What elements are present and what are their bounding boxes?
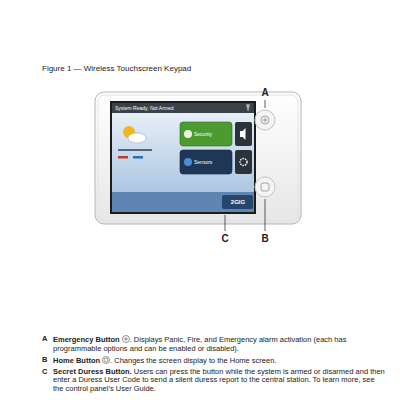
item-description: . Changes the screen display to the Home…	[110, 356, 276, 365]
text-segment: Emergency Button	[53, 335, 120, 344]
item-heading: Home Button	[53, 356, 100, 365]
emergency-button	[255, 110, 275, 130]
description-list: AEmergency Button. Displays Panic, Fire,…	[42, 335, 387, 396]
item-heading: Emergency Button	[53, 335, 120, 344]
temperature-mark	[133, 156, 143, 159]
leader-line	[265, 199, 266, 231]
antenna-icon	[246, 105, 250, 111]
callout-letter: A	[259, 87, 271, 98]
text-segment: . Changes the screen display to the Home…	[100, 356, 276, 365]
volume-button	[235, 122, 252, 146]
emergency-icon	[261, 116, 269, 124]
security-button	[180, 122, 232, 146]
home-icon	[102, 356, 110, 364]
figure-title: Figure 1 — Wireless Touchscreen Keypad	[42, 64, 191, 74]
screen-button-label: Sensors	[194, 159, 212, 165]
home-icon	[261, 183, 269, 191]
gear-icon	[240, 159, 247, 166]
icon-ring	[122, 336, 129, 343]
item-letter: B	[42, 355, 47, 364]
text-segment: Secret Duress Button.	[53, 367, 132, 376]
screen-frame	[110, 101, 256, 214]
text-segment: C	[42, 368, 47, 377]
text-segment: B	[42, 356, 47, 365]
screen	[112, 103, 254, 212]
settings-button	[235, 150, 252, 174]
screen-footer	[112, 192, 254, 212]
leader-line	[265, 100, 266, 108]
leader-line	[225, 215, 226, 231]
home-button	[255, 177, 275, 197]
description-item: AEmergency Button. Displays Panic, Fire,…	[42, 335, 387, 353]
weather-line	[118, 149, 152, 151]
keypad-housing	[95, 92, 301, 224]
item-letter: C	[42, 367, 47, 376]
description-item: CSecret Duress Button.Users can press th…	[42, 368, 387, 394]
callout-letter: B	[259, 233, 271, 244]
logo-ground	[222, 195, 253, 209]
speaker-icon	[240, 128, 246, 140]
screen-button-label: Security	[194, 131, 212, 137]
text-segment: A	[42, 335, 47, 344]
emergency-icon-cross	[263, 118, 268, 123]
callout-letter: C	[219, 233, 231, 244]
sensors-button	[180, 150, 232, 174]
emergency-icon	[122, 335, 130, 343]
security-icon	[184, 130, 192, 138]
text-segment: Home Button	[53, 356, 100, 365]
description-item: B Home Button . Changes the screen display…	[42, 356, 387, 366]
icon-ring	[103, 356, 110, 363]
screen-header	[112, 103, 254, 113]
icon-cross	[124, 337, 128, 341]
cloud-icon	[128, 133, 146, 143]
sensors-icon	[184, 158, 192, 166]
item-letter: A	[42, 334, 47, 343]
brand-logo: 2GIG	[225, 199, 251, 206]
screen-status: System Ready, Not Armed	[115, 105, 174, 111]
housing-bevel	[98, 95, 298, 221]
temperature-mark	[118, 156, 128, 159]
icon-square	[104, 358, 107, 361]
item-heading: Secret Duress Button.	[53, 367, 132, 376]
